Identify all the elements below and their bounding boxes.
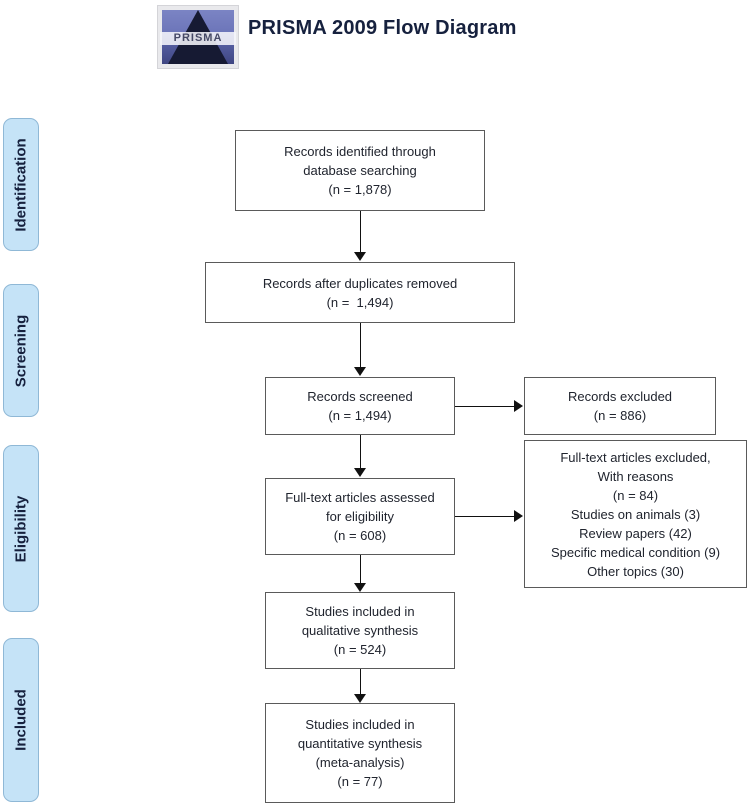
arrowhead-down xyxy=(354,583,366,592)
node-line: (n = 1,878) xyxy=(328,182,392,197)
node-line: (n = 1,494) xyxy=(328,408,392,423)
stage-label-text: Eligibility xyxy=(12,495,30,562)
node-line: Other topics (30) xyxy=(587,563,684,579)
node-line: Full-text articles assessed xyxy=(285,490,435,505)
node-line: Records screened xyxy=(307,389,413,404)
node-line: for eligibility xyxy=(326,509,394,524)
connector-identified-to-duplicates xyxy=(360,211,361,254)
node-studies-quantitative-synthesis: Studies included in quantitative synthes… xyxy=(265,703,455,803)
node-line: (n = 1,494) xyxy=(326,294,394,310)
logo-wordmark: PRISMA xyxy=(173,32,223,44)
node-line: Studies on animals (3) xyxy=(570,506,701,522)
node-fulltext-articles-assessed: Full-text articles assessed for eligibil… xyxy=(265,478,455,555)
arrowhead-down xyxy=(354,252,366,261)
connector-duplicates-to-screened xyxy=(360,323,361,368)
stage-label-included: Included xyxy=(3,638,39,802)
node-line: Records identified through xyxy=(284,144,436,159)
node-line: (n = 608) xyxy=(333,528,387,543)
arrowhead-down xyxy=(354,468,366,477)
arrowhead-right xyxy=(514,510,523,522)
connector-qualitative-to-quantitative xyxy=(360,669,361,695)
stage-label-eligibility: Eligibility xyxy=(3,445,39,612)
node-line: (n = 524) xyxy=(333,642,387,657)
stage-label-identification: Identification xyxy=(3,118,39,251)
connector-screened-to-fulltext xyxy=(360,435,361,470)
node-line: qualitative synthesis xyxy=(301,623,419,638)
node-records-screened: Records screened (n = 1,494) xyxy=(265,377,455,435)
node-line: Studies included in xyxy=(305,604,415,619)
node-line: quantitative synthesis xyxy=(297,736,423,751)
node-studies-qualitative-synthesis: Studies included in qualitative synthesi… xyxy=(265,592,455,669)
connector-fulltext-to-excluded xyxy=(455,516,515,517)
arrowhead-down xyxy=(354,367,366,376)
arrowhead-right xyxy=(514,400,523,412)
node-line: Records after duplicates removed xyxy=(262,275,458,291)
arrowhead-down xyxy=(354,694,366,703)
node-line: Studies included in xyxy=(305,717,415,732)
node-line: With reasons xyxy=(597,468,674,484)
node-line: Specific medical condition (9) xyxy=(550,544,721,560)
prisma-logo-icon: PRISMA xyxy=(158,6,238,68)
node-line: Records excluded xyxy=(567,389,673,404)
node-line: Full-text articles excluded, xyxy=(560,449,711,465)
node-records-excluded: Records excluded (n = 886) xyxy=(524,377,716,435)
page-title: PRISMA 2009 Flow Diagram xyxy=(248,17,517,39)
node-line: (n = 77) xyxy=(337,774,383,789)
node-line: Review papers (42) xyxy=(579,525,692,541)
node-line: (meta-analysis) xyxy=(315,755,405,770)
stage-label-text: Included xyxy=(12,689,30,751)
node-line: database searching xyxy=(303,163,417,178)
node-fulltext-articles-excluded: Full-text articles excluded, With reason… xyxy=(524,440,747,588)
node-records-identified: Records identified through database sear… xyxy=(235,130,485,211)
stage-label-screening: Screening xyxy=(3,284,39,417)
connector-fulltext-to-qualitative xyxy=(360,555,361,585)
connector-screened-to-excluded xyxy=(455,406,515,407)
node-line: (n = 84) xyxy=(612,487,659,503)
stage-label-text: Identification xyxy=(12,137,30,232)
logo-band xyxy=(160,32,236,45)
node-records-after-duplicates-removed: Records after duplicates removed (n = 1,… xyxy=(205,262,515,323)
stage-label-text: Screening xyxy=(12,314,30,387)
diagram-header: PRISMA PRISMA 2009 Flow Diagram xyxy=(0,0,749,80)
node-line: (n = 886) xyxy=(593,408,647,423)
